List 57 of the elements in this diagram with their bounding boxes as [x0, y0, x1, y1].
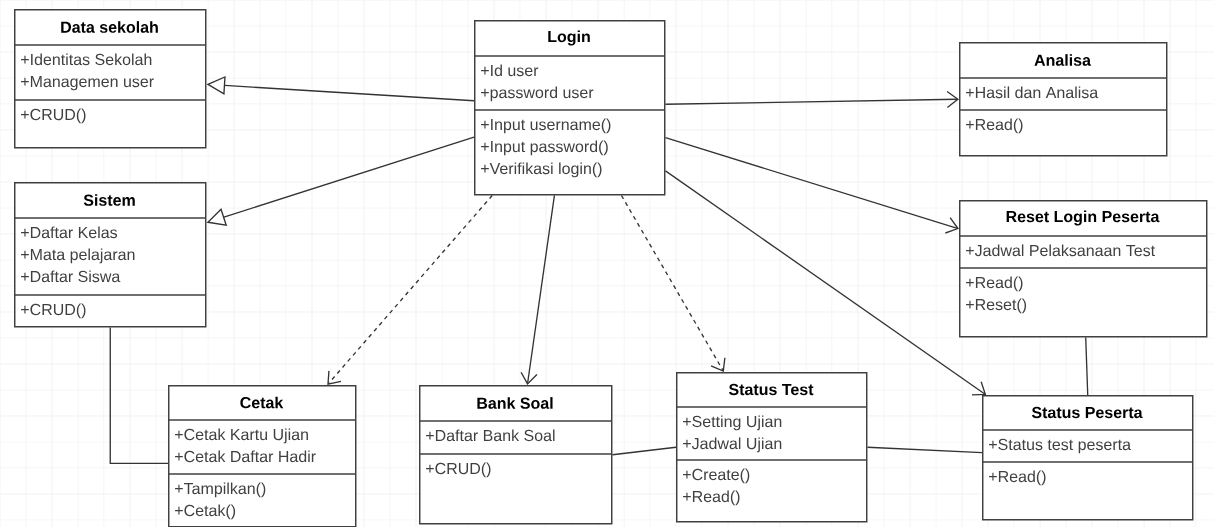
- class-name: Bank Soal: [477, 397, 553, 409]
- line: [1085, 336, 1089, 396]
- attribute: +Cetak Daftar Hadir: [175, 450, 316, 463]
- attribute: +Id user: [481, 64, 539, 77]
- attribute: +Jadwal Pelaksanaan Test: [966, 244, 1155, 257]
- class-name: Status Peserta: [1031, 406, 1143, 419]
- class-name: Reset Login Peserta: [1006, 210, 1160, 226]
- method: +CRUD(): [21, 303, 86, 319]
- line: [866, 446, 983, 454]
- method: +Input password(): [481, 140, 608, 156]
- method: +Create(): [683, 468, 750, 484]
- method: +Read(): [966, 118, 1023, 134]
- arrow: [664, 170, 987, 396]
- method: +Input username(): [481, 118, 611, 134]
- method: +CRUD(): [426, 462, 491, 478]
- attribute: +Daftar Siswa: [21, 270, 121, 283]
- attribute: +Daftar Kelas: [21, 226, 118, 239]
- class-box: [473, 20, 666, 196]
- method: +Read(): [989, 470, 1046, 486]
- class-name: Login: [548, 30, 590, 46]
- class-box: [13, 182, 207, 328]
- arrow: [520, 194, 556, 385]
- class-box: [958, 42, 1168, 157]
- line: [611, 446, 677, 456]
- line: [109, 326, 169, 464]
- arrow: [664, 136, 959, 234]
- class-name: Status Test: [728, 383, 814, 396]
- method: +CRUD(): [21, 108, 86, 124]
- class-name: Cetak: [240, 396, 284, 409]
- attribute: +Jadwal Ujian: [683, 437, 782, 453]
- method: +Reset(): [966, 298, 1027, 314]
- attribute: +password user: [481, 86, 594, 102]
- attribute: +Status test peserta: [989, 438, 1131, 454]
- attribute: +Hasil dan Analisa: [966, 86, 1099, 99]
- class-name: Data sekolah: [61, 21, 158, 33]
- attribute: +Managemen user: [21, 76, 154, 91]
- method: +Read(): [683, 490, 740, 506]
- class-box: [418, 385, 613, 525]
- method: +Read(): [966, 276, 1023, 292]
- method: +Tampilkan(): [175, 482, 266, 498]
- class-box: [675, 372, 868, 523]
- class-box: [13, 9, 207, 149]
- attribute: +Daftar Bank Soal: [426, 429, 555, 442]
- attribute: +Identitas Sekolah: [21, 53, 152, 66]
- dashed-arrow: [620, 194, 726, 372]
- method: +Cetak(): [175, 504, 236, 520]
- class-name: Analisa: [1034, 54, 1092, 66]
- attribute: +Mata pelajaran: [21, 248, 135, 264]
- class-name: Sistem: [83, 194, 135, 206]
- attribute: +Setting Ujian: [683, 415, 782, 431]
- class-box: [981, 395, 1194, 521]
- arrow: [664, 90, 959, 109]
- method: +Verifikasi login(): [481, 162, 602, 178]
- dashed-arrow: [327, 194, 493, 385]
- class-box: [958, 200, 1208, 338]
- class-box: [167, 385, 357, 527]
- attribute: +Cetak Kartu Ujian: [175, 428, 308, 444]
